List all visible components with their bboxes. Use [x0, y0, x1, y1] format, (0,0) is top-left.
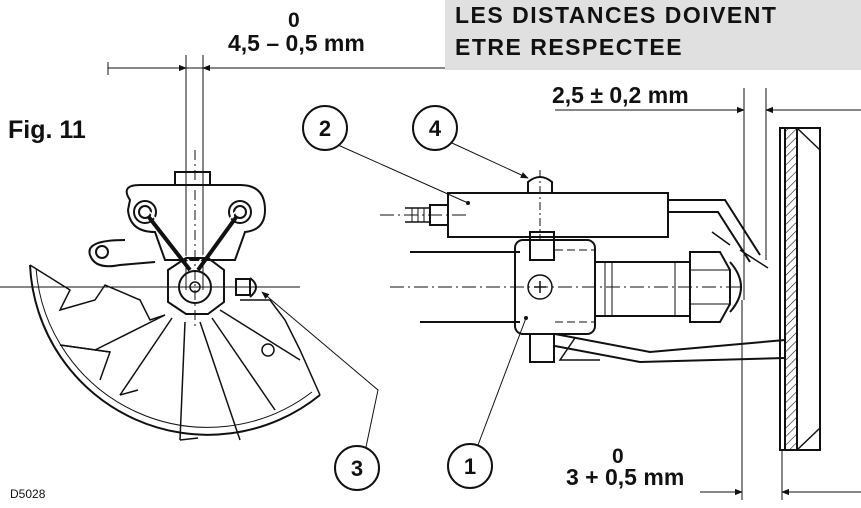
electrode-gap-upper: 0 — [288, 9, 300, 32]
warning-line-1: LES DISTANCES DOIVENT — [455, 2, 778, 28]
callout-4-number: 4 — [429, 116, 442, 141]
drawing-reference: D5028 — [10, 487, 46, 501]
callout-4: 4 — [412, 105, 529, 179]
disc-offset-upper: 0 — [612, 445, 624, 468]
end-view — [0, 55, 321, 441]
callout-1-number: 1 — [464, 454, 476, 479]
callout-3: 3 — [261, 291, 380, 491]
callout-2-number: 2 — [319, 116, 331, 141]
callout-1: 1 — [447, 316, 528, 489]
figure-label: Fig. 11 — [8, 116, 86, 144]
warning-line-2: ETRE RESPECTEE — [455, 34, 684, 60]
callout-2: 2 — [302, 105, 470, 205]
electrode-gap-label: 4,5 – 0,5 mm — [228, 30, 365, 56]
warning-banner — [445, 0, 861, 70]
tip-to-disc-label: 2,5 ± 0,2 mm — [552, 82, 689, 108]
callout-3-number: 3 — [351, 456, 363, 481]
disc-offset-label: 3 + 0,5 mm — [566, 464, 685, 490]
side-view — [107, 62, 861, 500]
